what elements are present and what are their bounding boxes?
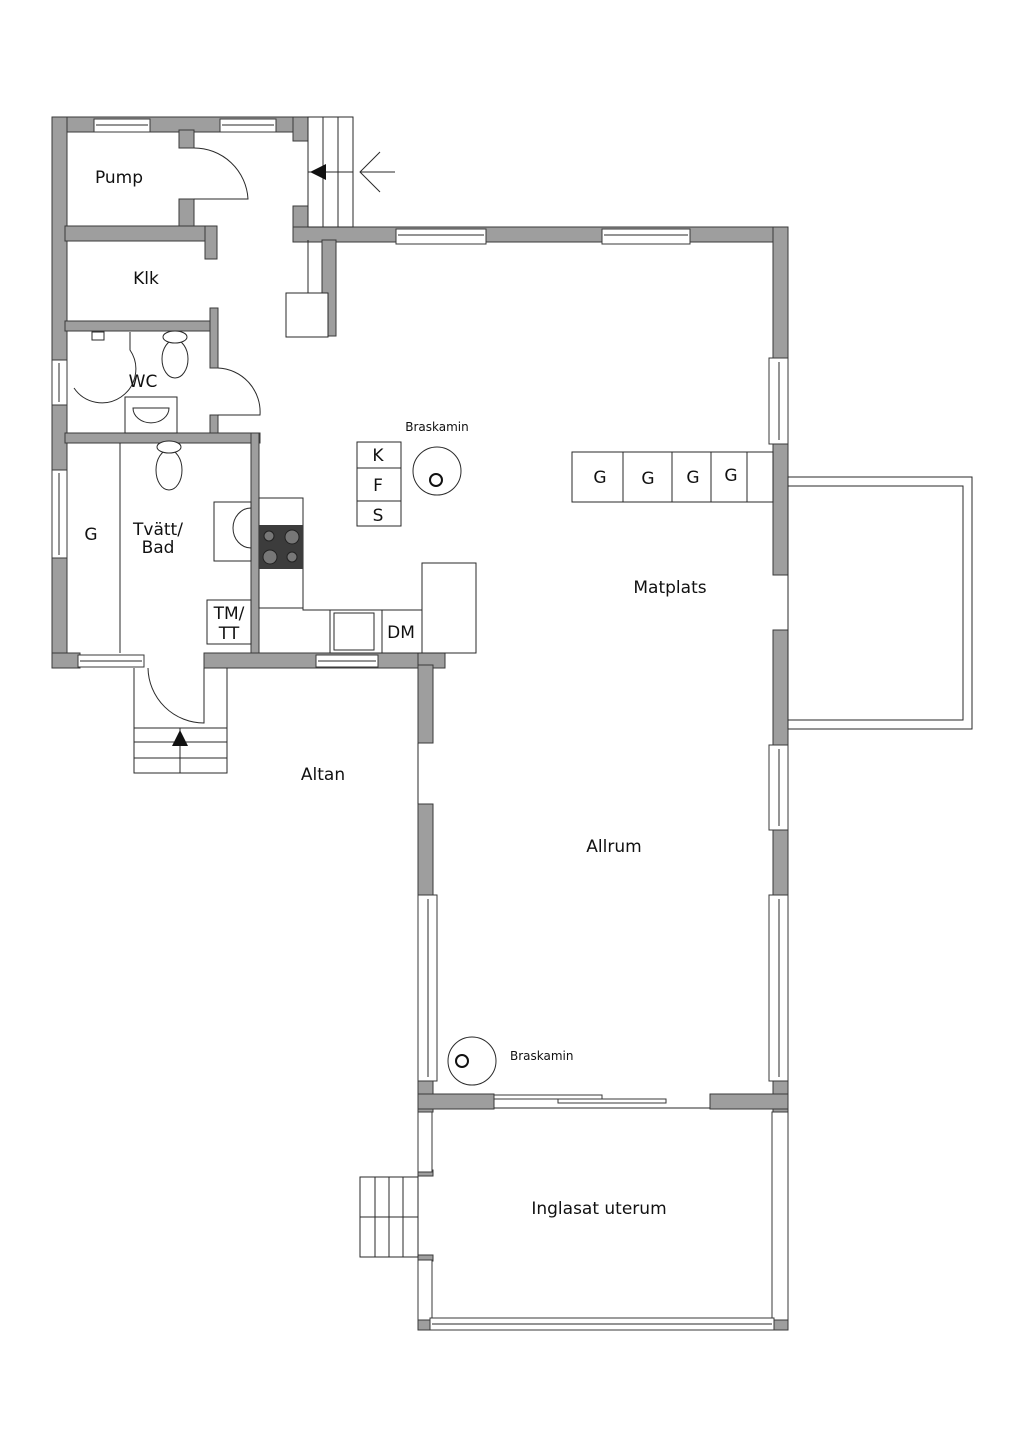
room-label-uterum: Inglasat uterum	[531, 1199, 666, 1219]
windows	[51, 118, 789, 1331]
f-label: F	[373, 476, 383, 496]
arrow-up-icon	[172, 730, 188, 746]
k-label: K	[372, 446, 384, 466]
fireplace-icon	[447, 1036, 497, 1086]
fixtures	[73, 330, 774, 1086]
closet-label-g: G	[84, 525, 97, 545]
wardrobe-label: G	[593, 468, 606, 488]
room-label-pump: Pump	[95, 168, 143, 188]
labels: Pump Klk WC Tvätt/ Bad G TM/ TT DM Altan…	[84, 168, 737, 1219]
wardrobe-label: G	[641, 469, 654, 489]
wardrobe-label: G	[686, 468, 699, 488]
tt-label: TT	[218, 624, 240, 644]
entry-arrow-icon	[310, 164, 326, 180]
entry-steps-bottom	[133, 668, 228, 774]
room-label-matplats: Matplats	[633, 578, 706, 598]
s-label: S	[373, 506, 384, 526]
entry-steps-top	[285, 116, 395, 338]
terrace	[787, 476, 973, 730]
toilet-icon	[161, 339, 189, 379]
braskamin-label-bottom: Braskamin	[510, 1049, 574, 1063]
wardrobe-label: G	[724, 466, 737, 486]
room-label-klk: Klk	[133, 269, 159, 289]
room-label-allrum: Allrum	[586, 837, 641, 857]
kitchen-sink-icon	[333, 612, 375, 651]
fireplace-icon	[412, 446, 462, 496]
room-label-wc: WC	[129, 372, 158, 392]
room-label-bad: Bad	[142, 538, 175, 558]
dm-label: DM	[387, 623, 415, 643]
tm-label: TM/	[213, 604, 245, 624]
toilet-icon	[155, 449, 183, 491]
braskamin-label-top: Braskamin	[405, 420, 469, 434]
room-label-tvatt: Tvätt/	[132, 520, 183, 540]
room-label-altan: Altan	[301, 765, 345, 785]
uterum-steps	[359, 1176, 419, 1258]
